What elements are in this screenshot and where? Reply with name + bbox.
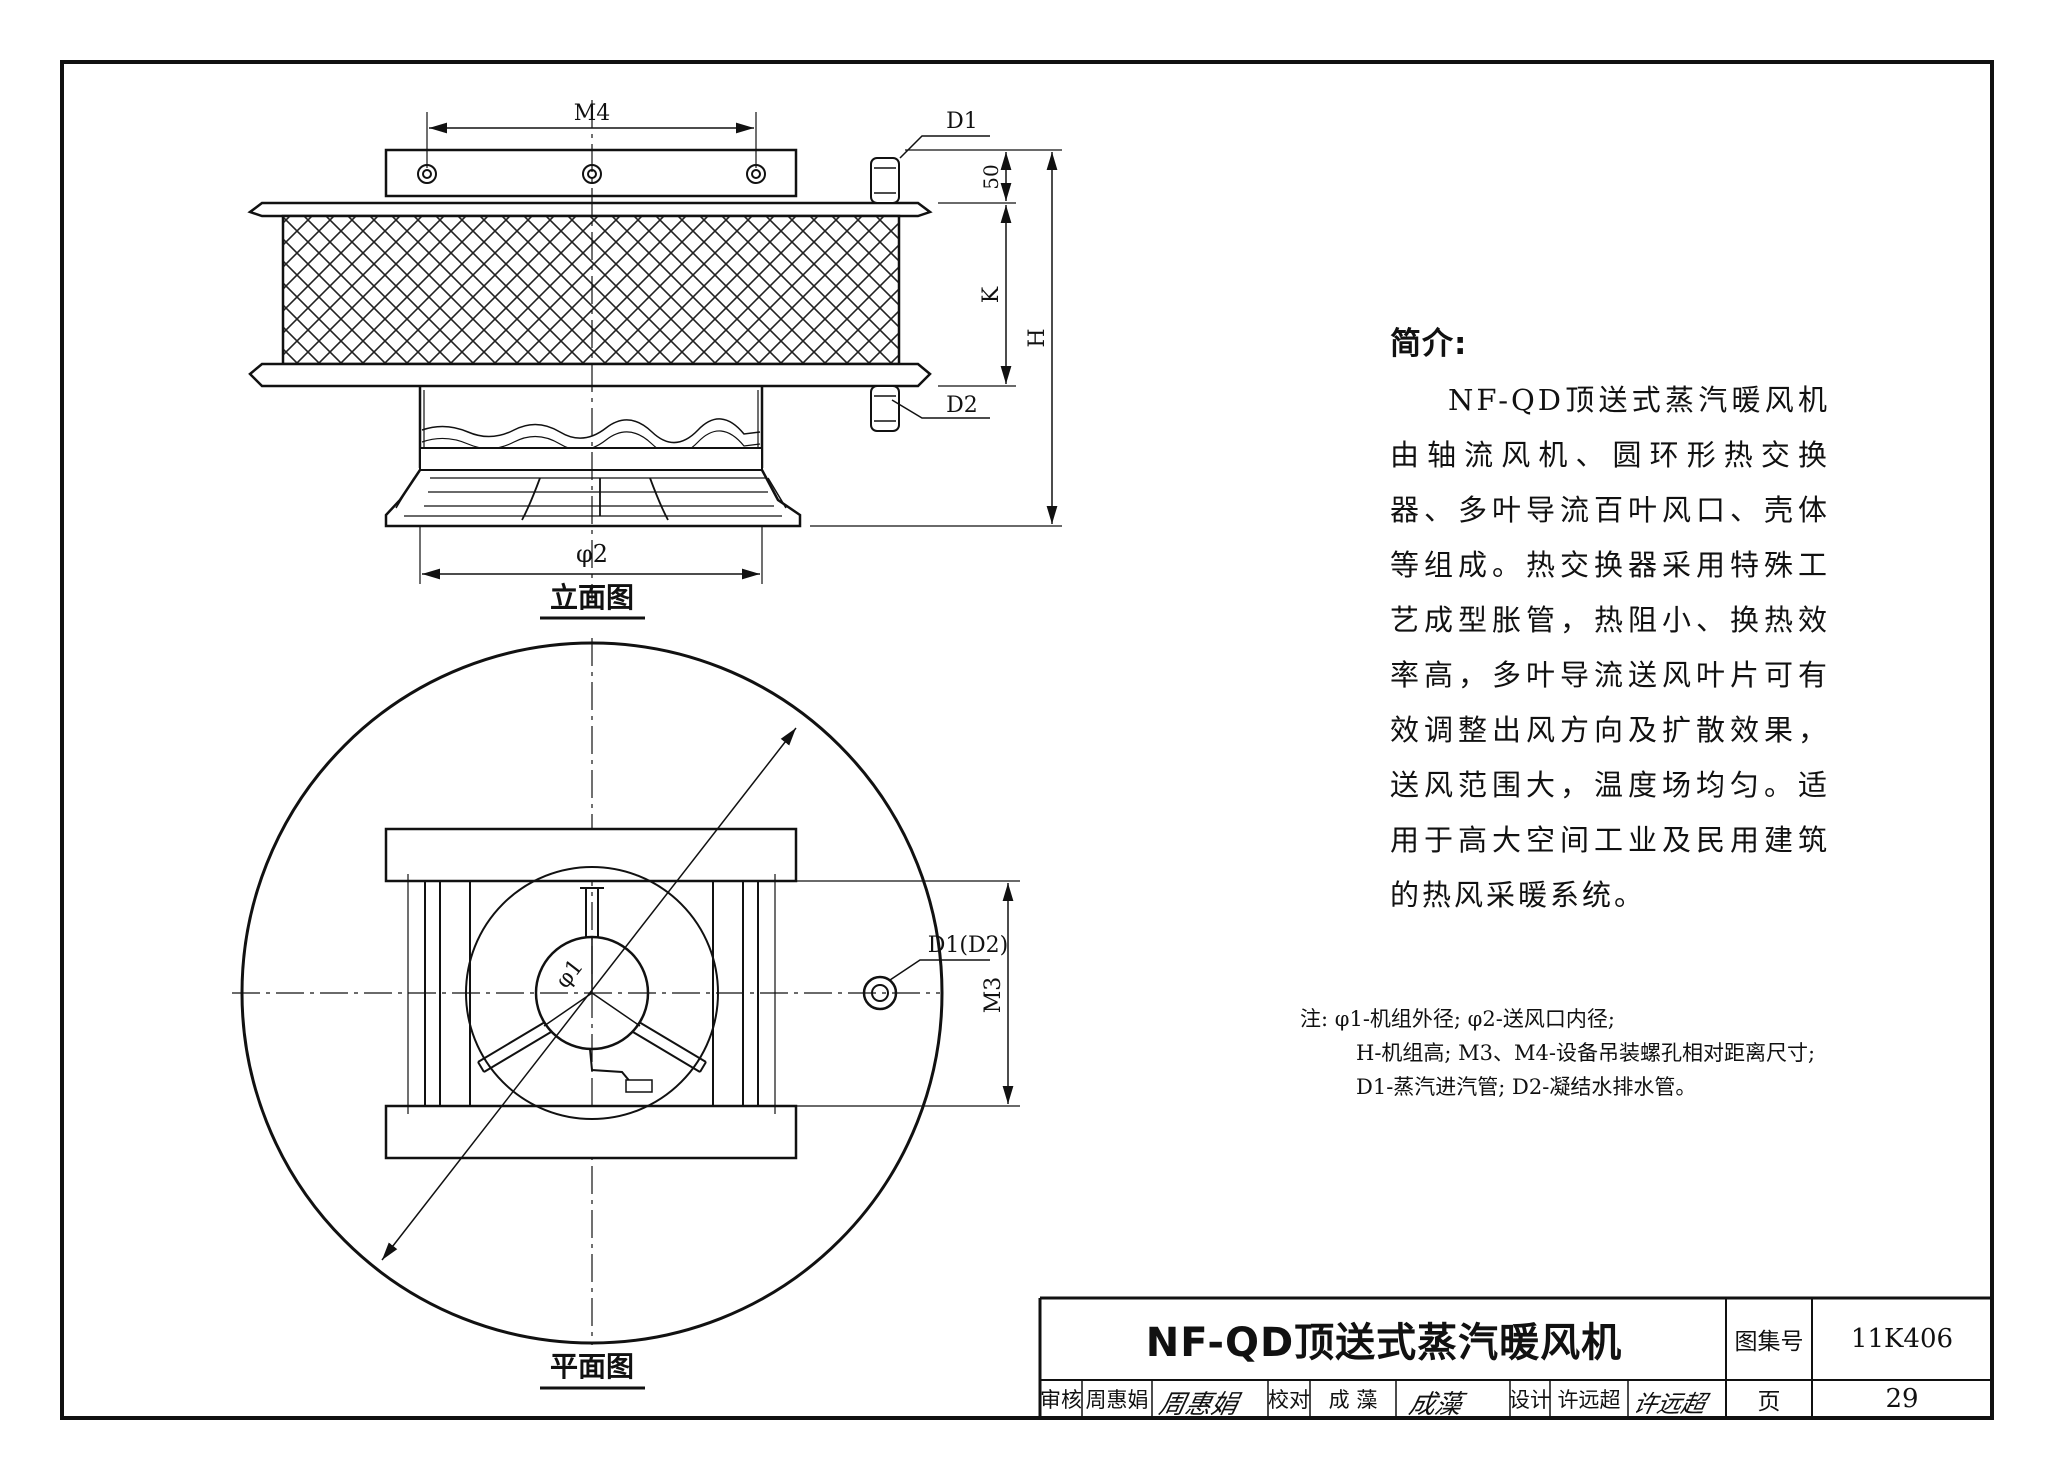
checker-signature: 成藻 (1406, 1390, 1465, 1420)
pipe-d1 (870, 157, 900, 204)
plan-caption: 平面图 (550, 1350, 634, 1383)
review-label: 审核 (1040, 1388, 1082, 1412)
atlas-no-label: 图集号 (1734, 1329, 1804, 1355)
title-block (1038, 1296, 1992, 1418)
dim-d1-label: D1 (946, 109, 978, 134)
reviewer-name: 周惠娟 (1085, 1388, 1149, 1412)
outlet-louvers (384, 469, 802, 528)
dim-d1d2-label: D1(D2) (928, 933, 1008, 958)
notes: 注: φ1-机组外径; φ2-送风口内径; H-机组高; M3、M4-设备吊装螺… (1300, 1002, 1815, 1104)
drawing-frame (60, 60, 1994, 1420)
plan-view (232, 638, 1020, 1390)
bottom-bar (384, 1104, 798, 1160)
lower-flange (248, 362, 932, 388)
dim-50-label: 50 (979, 164, 1003, 189)
introduction: 简介: NF-QD顶送式蒸汽暖风机由轴流风机、圆环形热交换器、多叶导流百叶风口、… (1390, 318, 1830, 923)
intro-heading: 简介: (1390, 326, 1468, 362)
reviewer-signature: 周惠娟 (1156, 1390, 1241, 1420)
upper-flange (247, 201, 933, 218)
top-bar (384, 827, 798, 883)
note-line-1: 注: φ1-机组外径; φ2-送风口内径; (1300, 1007, 1615, 1031)
pipe-d2 (870, 385, 900, 432)
dim-m3-label: M3 (981, 977, 1006, 1014)
drawing-title: NF-QD顶送式蒸汽暖风机 (1145, 1320, 1623, 1366)
pipe-d1d2 (862, 975, 898, 1011)
check-label: 校对 (1268, 1388, 1310, 1412)
note-line-2: H-机组高; M3、M4-设备吊装螺孔相对距离尺寸; (1356, 1041, 1816, 1065)
design-label: 设计 (1509, 1388, 1551, 1412)
outlet-collar (419, 447, 763, 471)
heat-exchanger (281, 214, 901, 366)
page-label: 页 (1757, 1389, 1781, 1415)
atlas-no: 11K406 (1850, 1324, 1954, 1354)
note-line-3: D1-蒸汽进汽管; D2-凝结水排水管。 (1356, 1075, 1697, 1099)
dim-m4-label: M4 (574, 101, 611, 126)
page-number: 29 (1885, 1384, 1919, 1414)
dim-d2-label: D2 (946, 393, 978, 418)
elevation-view (247, 100, 1062, 620)
checker-name: 成 藻 (1328, 1388, 1378, 1412)
dim-k-label: K (979, 286, 1004, 303)
wavy-break (421, 418, 761, 444)
bolt-holes (417, 164, 766, 184)
dim-h-label: H (1025, 328, 1050, 347)
intro-body: NF-QD顶送式蒸汽暖风机由轴流风机、圆环形热交换器、多叶导流百叶风口、壳体等组… (1390, 383, 1830, 912)
designer-name: 许远超 (1557, 1388, 1621, 1412)
dim-phi2-label: φ2 (576, 540, 608, 568)
hanging-plate (384, 148, 798, 198)
elevation-caption: 立面图 (550, 581, 634, 614)
dim-phi1-label: φ1 (551, 955, 589, 994)
designer-signature: 许远超 (1630, 1390, 1709, 1418)
